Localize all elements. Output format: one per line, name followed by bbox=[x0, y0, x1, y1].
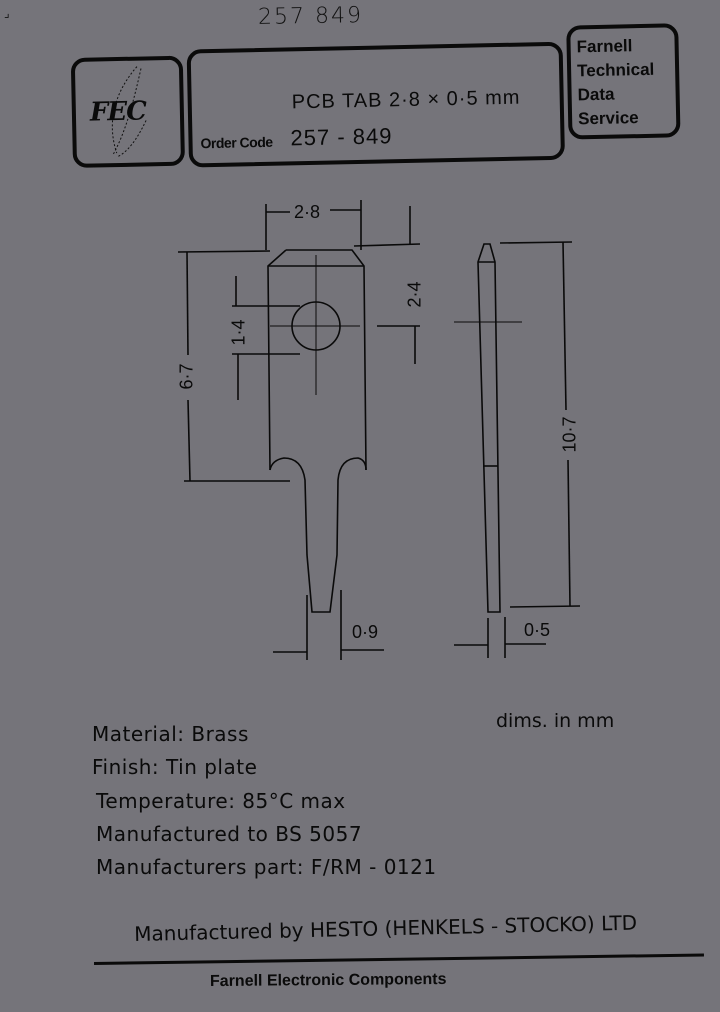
spec-manufacturer-part: Manufacturers part: F/RM - 0121 bbox=[96, 855, 437, 879]
spec-material: Material: Brass bbox=[92, 722, 249, 746]
tab-drawing-svg bbox=[177, 200, 581, 660]
spec-temperature: Temperature: 85°C max bbox=[96, 789, 346, 813]
footer-company: Farnell Electronic Components bbox=[209, 970, 447, 991]
technical-drawing: 2·8 2·4 1·4 6·7 10·7 0·9 0·5 bbox=[176, 200, 581, 660]
dim-body-length: 6·7 bbox=[176, 363, 197, 390]
dim-thickness: 0·5 bbox=[524, 620, 551, 640]
lightning-logo-icon bbox=[111, 66, 147, 158]
spec-finish: Finish: Tin plate bbox=[92, 755, 258, 779]
header-banner: FEC PCB TAB 2·8 × 0·5 mm Order Code 257 … bbox=[70, 9, 685, 168]
divider bbox=[94, 953, 704, 965]
dim-hole-offset: 2·4 bbox=[404, 281, 425, 308]
fec-logo: FEC bbox=[70, 55, 186, 168]
dim-hole-span: 1·4 bbox=[228, 319, 249, 346]
corner-mark: ⌟ bbox=[4, 6, 10, 20]
dim-width-top: 2·8 bbox=[294, 202, 321, 222]
dim-pin-width: 0·9 bbox=[352, 622, 379, 642]
spec-standard: Manufactured to BS 5057 bbox=[96, 822, 363, 846]
manufacturer-line: Manufactured by HESTO (HENKELS - STOCKO)… bbox=[134, 910, 638, 946]
units-note: dims. in mm bbox=[496, 710, 615, 732]
dim-total-length: 10·7 bbox=[559, 416, 580, 453]
